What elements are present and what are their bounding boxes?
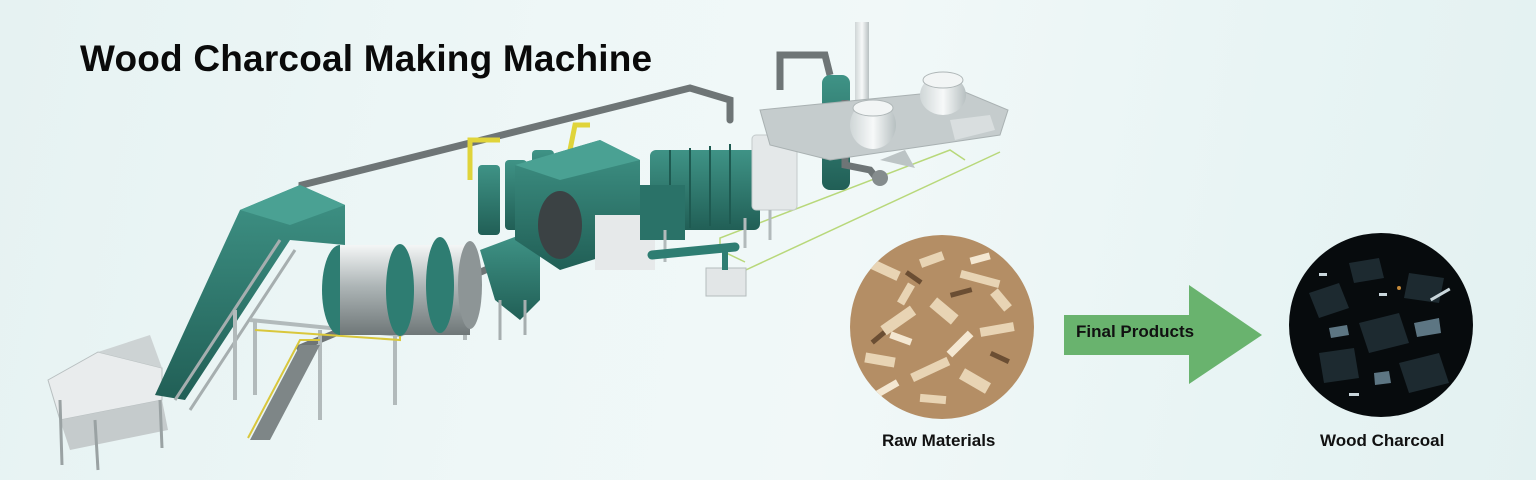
wood-charcoal-caption: Wood Charcoal: [1320, 431, 1445, 450]
machine-illustration: [47, 22, 1009, 471]
rotary-drum: [322, 237, 482, 336]
cooling-drum: [640, 134, 798, 240]
furnace: [515, 140, 655, 270]
arrow-label: Final Products: [1076, 322, 1195, 341]
raw-materials-image: [850, 235, 1034, 419]
screw-conveyor: [647, 242, 747, 297]
wood-charcoal-image: [1289, 233, 1473, 417]
cooling-towers: [759, 71, 1009, 168]
page-title: Wood Charcoal Making Machine: [80, 38, 653, 79]
raw-materials-caption: Raw Materials: [882, 431, 996, 450]
feed-hopper: [47, 335, 168, 471]
inclined-conveyor: [155, 185, 345, 411]
charcoal-pieces-icon: [1289, 233, 1473, 417]
final-products-arrow: Final Products: [1064, 285, 1264, 385]
arrow-right-icon: [1064, 285, 1262, 384]
wood-chips-icon: [850, 235, 1034, 419]
